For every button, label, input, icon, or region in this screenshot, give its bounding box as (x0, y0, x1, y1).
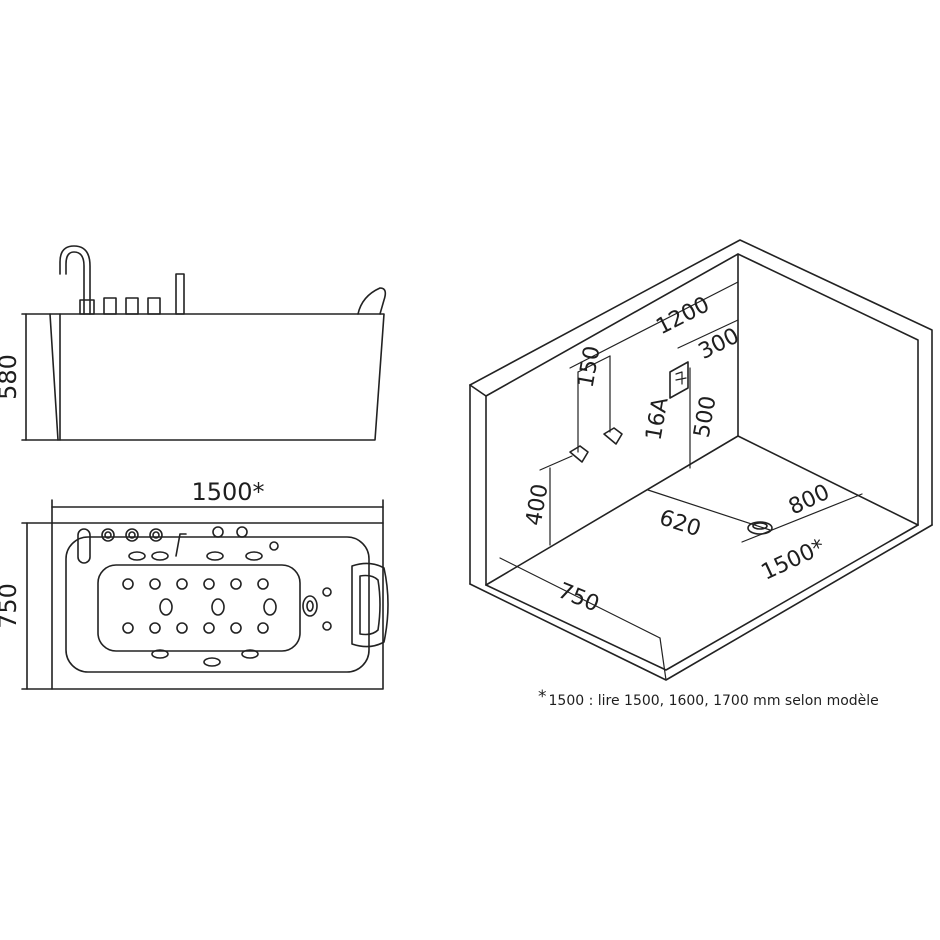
dim-1200-line (569, 281, 739, 369)
side-knob-3 (147, 297, 161, 315)
drain (203, 657, 221, 667)
deck-hand-shower (175, 533, 187, 557)
room-inlet-spacing-label: 150 (574, 344, 606, 390)
side-headrest (357, 287, 387, 315)
deck-control-2 (236, 526, 248, 538)
deck-faucet (77, 528, 91, 564)
dim-800-line (741, 493, 863, 543)
foot-jet-center (306, 600, 314, 612)
side-knob-1 (103, 297, 117, 315)
side-height-label: 580 (0, 354, 22, 400)
power-outlet-box (669, 361, 689, 399)
deck-knob-2 (125, 528, 139, 542)
lower-jet-1 (151, 649, 169, 659)
room-inlet-height-label: 400 (522, 482, 554, 528)
dim-620-line (647, 489, 771, 531)
room-drain-y-label: 800 (785, 480, 834, 520)
deck-knob-1-center (104, 531, 112, 539)
dim-750-line (499, 557, 661, 639)
footnote-star: * (538, 687, 547, 707)
deck-knob-1 (101, 528, 115, 542)
top-view-seat-area (97, 564, 301, 652)
faucet-base (79, 299, 95, 315)
deck-knob-2-center (128, 531, 136, 539)
dim-750-end (659, 637, 667, 681)
wall-top-outline (469, 239, 933, 526)
top-width-label: 750 (0, 583, 22, 629)
dim-150-line (577, 355, 611, 373)
water-inlet-1 (569, 445, 589, 463)
room-tub-length-label: 1500* (758, 535, 829, 586)
body-jets (122, 578, 277, 634)
water-inlet-2 (603, 427, 623, 445)
foot-jet (302, 595, 318, 617)
footnote: *1500 : lire 1500, 1600, 1700 mm selon m… (538, 687, 879, 709)
deck-control-1 (212, 526, 224, 538)
room-view (469, 239, 933, 681)
back-jet-3 (206, 551, 224, 561)
back-jet-1 (128, 551, 146, 561)
back-jet-2 (151, 551, 169, 561)
top-length-label: 1500* (191, 478, 264, 506)
back-jet-4 (245, 551, 263, 561)
deck-control-3 (269, 541, 279, 551)
deck-knob-3 (149, 528, 163, 542)
side-view (21, 245, 387, 441)
faucet-spout (65, 251, 85, 315)
foot-jet-small-1 (322, 587, 332, 597)
left-wall-corner (469, 384, 487, 586)
top-view (21, 499, 389, 690)
floor-back-left-edge (485, 435, 739, 586)
room-tub-width-label: 750 (554, 579, 602, 618)
dim-300-line (677, 319, 739, 349)
faucet-spout-outer (59, 245, 91, 315)
room-circuit-label: 16A (642, 396, 674, 443)
top-headrest (351, 562, 389, 648)
side-view-tub-body (49, 313, 385, 441)
floor-inner-edge (485, 524, 919, 671)
room-drain-x-label: 620 (656, 505, 704, 542)
floor-drain (747, 521, 773, 535)
deck-knob-3-center (152, 531, 160, 539)
top-view-outer-rim (51, 522, 384, 690)
floor-outer-edge (469, 524, 933, 681)
floor-back-right-edge (737, 435, 919, 526)
footnote-text: 1500 : lire 1500, 1600, 1700 mm selon mo… (548, 693, 879, 709)
foot-jet-small-2 (322, 621, 332, 631)
power-outlet-icon (675, 371, 687, 385)
side-knob-2 (125, 297, 139, 315)
dim-400-top (539, 455, 573, 471)
wall-inner-outline (485, 253, 919, 526)
floor-drain-inner (752, 522, 768, 530)
room-wall-width-label: 1200 (652, 292, 713, 340)
room-panel-height-label: 500 (690, 394, 722, 440)
lower-jet-2 (241, 649, 259, 659)
room-panel-offset-label: 300 (695, 324, 744, 365)
hand-shower (175, 273, 185, 315)
